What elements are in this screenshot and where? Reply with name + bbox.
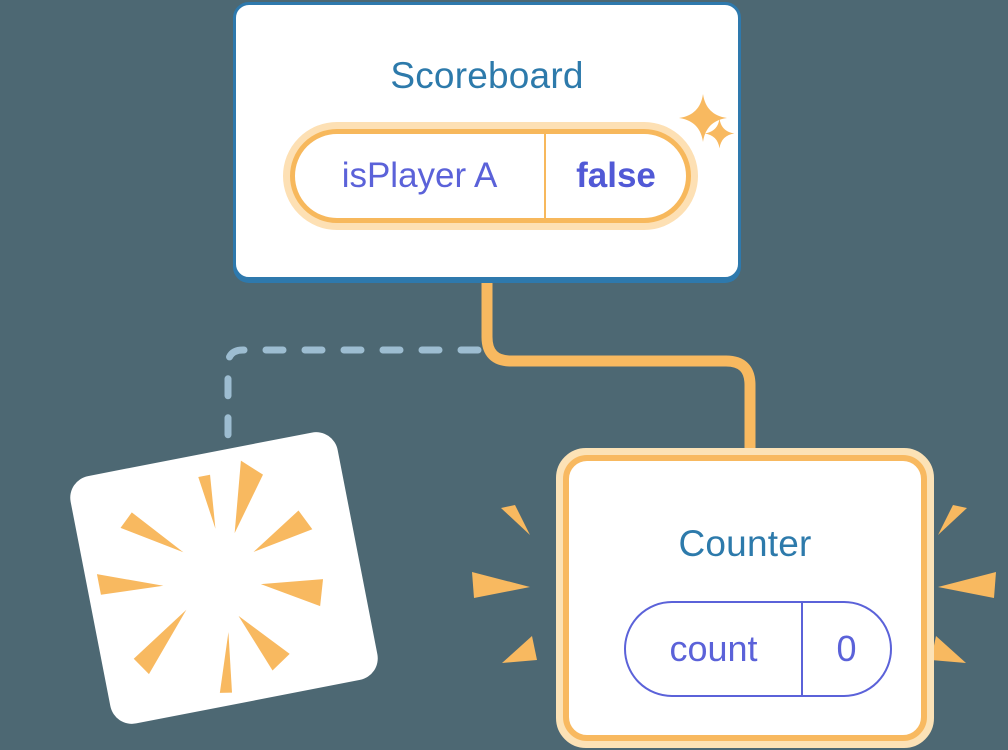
scoreboard-card[interactable]: Scoreboard isPlayer A false xyxy=(233,2,741,280)
sparkle-large-icon xyxy=(679,94,727,142)
scoreboard-state-key: isPlayer A xyxy=(295,134,546,218)
burst-ray xyxy=(501,505,530,535)
sparkle-small-icon xyxy=(704,118,735,149)
burst-ray xyxy=(931,636,966,663)
counter-state-pill[interactable]: count 0 xyxy=(624,601,892,697)
counter-state-key: count xyxy=(626,603,803,695)
burst-ray xyxy=(502,636,537,663)
scoreboard-state-pill[interactable]: isPlayer A false xyxy=(283,122,698,230)
scoreboard-card-title: Scoreboard xyxy=(390,55,584,96)
scoreboard-state-pill-inner: isPlayer A false xyxy=(290,129,691,223)
counter-card-inner: Counter count 0 xyxy=(563,455,927,741)
counter-card[interactable]: Counter count 0 xyxy=(556,448,934,748)
counter-state-value: 0 xyxy=(836,628,857,669)
burst-ray xyxy=(938,572,996,598)
burst-ray xyxy=(472,572,530,598)
burst-ray xyxy=(938,505,967,535)
connector-scoreboard-to-counter xyxy=(481,281,756,470)
scoreboard-state-value: false xyxy=(576,156,656,195)
counter-card-title: Counter xyxy=(678,523,812,564)
blank-card[interactable] xyxy=(66,428,382,728)
